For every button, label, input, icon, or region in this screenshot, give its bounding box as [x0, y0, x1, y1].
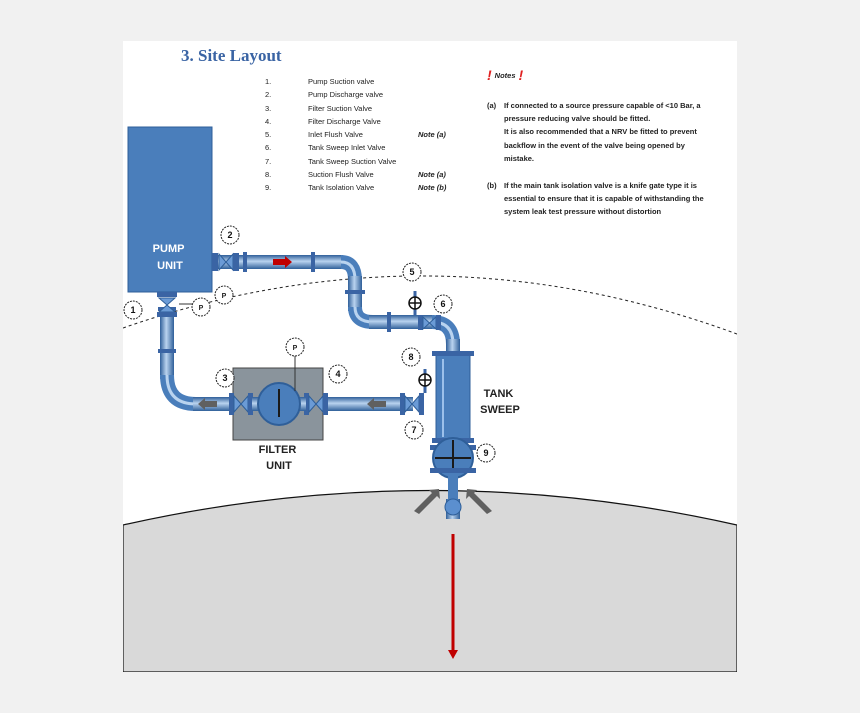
callout-9: 9: [476, 443, 496, 463]
page-title: 3. Site Layout: [181, 46, 282, 65]
sweep-nozzle: [444, 473, 462, 516]
note-b-line: system leak test pressure without distor…: [504, 207, 662, 217]
callout-6: 6: [433, 294, 453, 314]
callout-2: 2: [220, 225, 240, 245]
svg-text:8: 8: [408, 352, 413, 362]
svg-text:6: 6: [440, 299, 445, 309]
svg-text:4: 4: [335, 369, 340, 379]
svg-text:5: 5: [409, 267, 414, 277]
flow-arrow-sweep-left: [414, 489, 440, 514]
note-b-line: essential to ensure that it is capable o…: [504, 194, 704, 204]
notes-heading: ! Notes !: [487, 67, 733, 83]
tank-sweep-suction-valve[interactable]: [400, 393, 424, 415]
callout-5: 5: [402, 262, 422, 282]
svg-text:9: 9: [483, 448, 488, 458]
tank-reference-arc: [123, 275, 737, 335]
callout-4: 4: [328, 364, 348, 384]
note-a-line: mistake.: [504, 153, 535, 163]
site-layout-diagram: PUMP UNIT P P: [123, 126, 737, 672]
callout-3: 3: [215, 368, 235, 388]
pump-unit-label: PUMP UNIT: [153, 243, 188, 272]
callouts: 1 2 3 4 5 6 7 8 9: [123, 225, 496, 463]
tank-body: [123, 489, 737, 672]
pump-suction-valve[interactable]: [157, 292, 177, 317]
note-b-tag: (b): [487, 181, 497, 191]
suction-flush-valve[interactable]: [418, 369, 432, 393]
note-b-line: If the main tank isolation valve is a kn…: [504, 181, 697, 191]
flow-arrow-discharge: [273, 256, 292, 268]
note-a-line: It is also recommended that a NRV be fit…: [504, 127, 697, 137]
tank-sweep-label: TANK SWEEP: [480, 388, 520, 416]
inlet-flush-valve[interactable]: [408, 291, 422, 315]
callout-1: 1: [123, 300, 143, 320]
tank-isolation-valve[interactable]: [430, 437, 476, 479]
pump-unit: [127, 126, 213, 293]
note-a-line: backflow in the event of the valve being…: [504, 140, 685, 150]
svg-text:P: P: [222, 293, 227, 300]
filter-discharge-valve[interactable]: [304, 393, 328, 415]
filter-pressure-gauge: P: [285, 337, 305, 391]
flow-arrows: [198, 256, 492, 514]
svg-text:7: 7: [411, 425, 416, 435]
tank-sweep-unit: [432, 351, 474, 443]
callout-8: 8: [401, 347, 421, 367]
note-a-tag: (a): [487, 101, 497, 110]
svg-text:2: 2: [227, 230, 232, 240]
flow-arrow-sweep-right: [466, 489, 492, 514]
filter-suction-valve[interactable]: [229, 393, 253, 415]
note-a-line: pressure reducing valve should be fitted…: [504, 114, 651, 124]
notes-panel: ! Notes ! (a) If connected to a source p…: [487, 67, 733, 219]
exclamation-icon: !: [518, 67, 524, 83]
filter-unit-label: FILTER UNIT: [259, 444, 300, 472]
notes-heading-label: Notes: [494, 70, 516, 80]
note-a: (a) If connected to a source pressure ca…: [487, 99, 733, 165]
dip-line: [448, 534, 458, 659]
svg-text:P: P: [293, 345, 298, 352]
pump-pressure-gauge: P P: [179, 285, 234, 317]
flow-arrow-sweep-return: [367, 398, 386, 410]
svg-text:3: 3: [222, 373, 227, 383]
callout-7: 7: [404, 420, 424, 440]
exclamation-icon: !: [487, 67, 492, 83]
pump-discharge-valve[interactable]: [212, 252, 239, 272]
tank-sweep-inlet-valve[interactable]: [418, 315, 441, 331]
flow-arrow-filter-return: [198, 398, 217, 410]
site-layout-sheet: PUMP UNIT P P: [123, 41, 737, 672]
note-b: (b) If the main tank isolation valve is …: [487, 179, 733, 219]
svg-text:P: P: [199, 305, 204, 312]
note-a-line: If connected to a source pressure capabl…: [504, 101, 701, 110]
svg-text:1: 1: [130, 305, 135, 315]
filter-vessel: [257, 382, 301, 426]
